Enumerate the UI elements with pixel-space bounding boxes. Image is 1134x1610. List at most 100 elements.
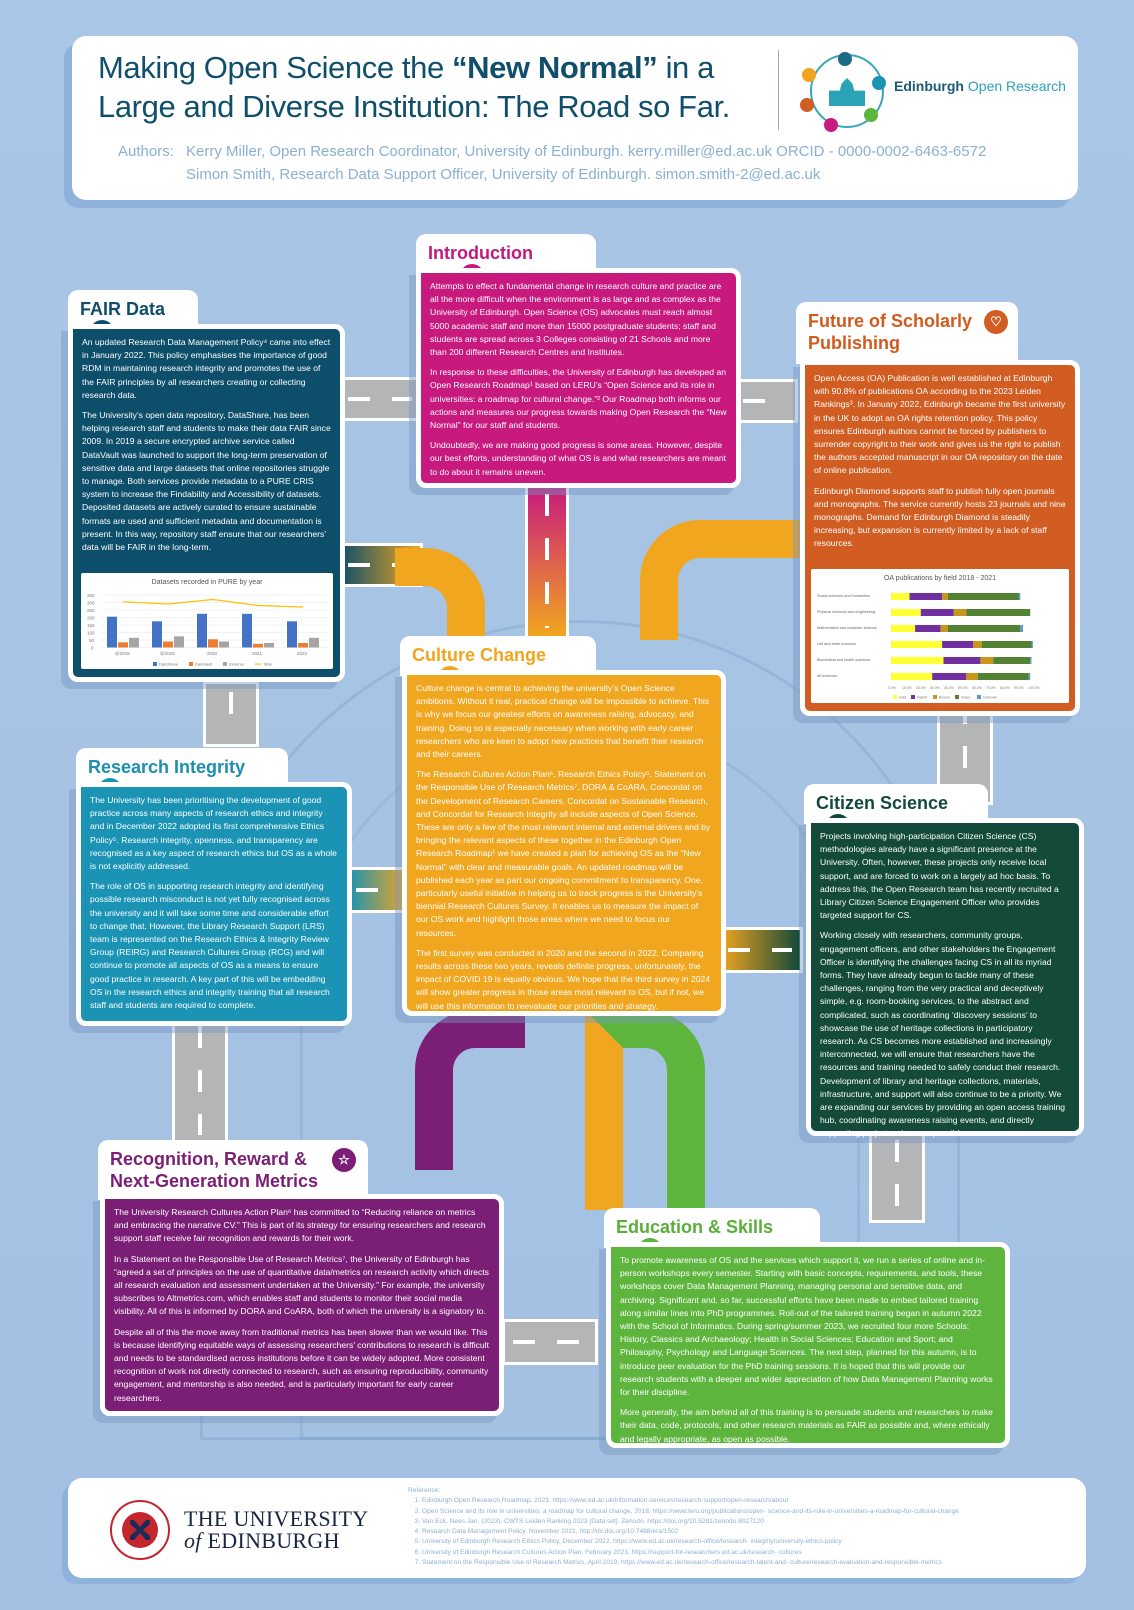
svg-text:250: 250 xyxy=(87,608,95,613)
section-body: Open Access (OA) Publication is well est… xyxy=(800,360,1080,716)
svg-text:0: 0 xyxy=(91,646,94,651)
header-panel: Making Open Science the “New Normal” in … xyxy=(72,36,1078,200)
road-segment xyxy=(872,1132,922,1220)
oa-publications-chart: OA publications by field 2018 - 2021 Soc… xyxy=(811,569,1069,703)
svg-text:External: External xyxy=(229,662,244,667)
chart-title: OA publications by field 2018 - 2021 xyxy=(883,575,997,582)
section-title: Education & Skills xyxy=(616,1216,774,1237)
svg-text:Unknown: Unknown xyxy=(983,696,997,700)
reference-item: Van Eck, Nees Jan. (2023). CWTS Leiden R… xyxy=(422,1517,1078,1527)
svg-text:80.0%: 80.0% xyxy=(1000,686,1010,690)
reference-item: University of Edinburgh Research Culture… xyxy=(422,1548,1078,1558)
svg-text:30.0%: 30.0% xyxy=(930,686,940,690)
svg-text:Physical sciences and engineer: Physical sciences and engineering xyxy=(817,610,875,614)
svg-text:60.0%: 60.0% xyxy=(972,686,982,690)
logo-dot-icon xyxy=(872,76,886,90)
reference-item: Edinburgh Open Research Roadmap, 2023, h… xyxy=(422,1496,1078,1506)
svg-text:DataVault: DataVault xyxy=(195,662,213,667)
logo-dot-icon xyxy=(824,118,838,132)
svg-text:All sciences: All sciences xyxy=(817,674,837,678)
svg-text:@2019: @2019 xyxy=(160,651,175,656)
svg-text:0.0%: 0.0% xyxy=(888,686,896,690)
svg-text:Hybrid: Hybrid xyxy=(917,696,927,700)
stacked-bar-chart: Social sciences and humanities Physical … xyxy=(817,593,1040,700)
section-body: An updated Research Data Management Poli… xyxy=(68,324,345,682)
road-segment xyxy=(528,486,566,636)
svg-text:300: 300 xyxy=(87,601,95,606)
section-tab: FAIR Data⚕ xyxy=(68,290,198,344)
svg-text:350: 350 xyxy=(87,593,95,598)
paragraph: More generally, the aim behind all of th… xyxy=(620,1407,993,1444)
paragraph: The role of OS in supporting research in… xyxy=(90,881,330,1011)
logo-wordmark: Edinburgh Open Research xyxy=(894,78,1066,94)
svg-text:10.0%: 10.0% xyxy=(902,686,912,690)
reference-item: Open Science and its role in universitie… xyxy=(422,1507,1078,1517)
road-segment xyxy=(735,382,795,420)
svg-text:@2018: @2018 xyxy=(115,651,130,656)
references-label: Reference: xyxy=(408,1487,441,1494)
reference-item: Research Data Management Policy, Novembe… xyxy=(422,1527,1078,1537)
section-body: The University has been prioritising the… xyxy=(76,782,352,1026)
author-2: Simon Smith, Research Data Support Offic… xyxy=(186,166,821,183)
section-body: The University Research Cultures Action … xyxy=(100,1194,504,1416)
road-segment xyxy=(720,930,800,970)
section-tab: Future of Scholarly Publishing♡ xyxy=(796,302,1018,364)
stethoscope-icon: ♡ xyxy=(984,310,1008,334)
section-title: Culture Change xyxy=(412,644,547,665)
paragraph: Projects involving high-participation Ci… xyxy=(820,831,1059,921)
section-body: To promote awareness of OS and the servi… xyxy=(606,1242,1010,1448)
paragraph: Working closely with researchers, commun… xyxy=(820,930,1066,1139)
section-title: Recognition, Reward & Next-Generation Me… xyxy=(110,1149,319,1191)
references: Reference: Edinburgh Open Research Roadm… xyxy=(408,1486,1078,1568)
chart-title: Datasets recorded in PURE by year xyxy=(151,579,263,586)
svg-text:100: 100 xyxy=(87,631,95,636)
road-curve xyxy=(640,520,800,640)
paragraph: To promote awareness of OS and the servi… xyxy=(620,1255,993,1398)
section-tab: Introduction⚗ xyxy=(416,234,596,288)
footer-panel: THE UNIVERSITY of EDINBURGH Reference: E… xyxy=(68,1478,1086,1578)
paragraph: In response to these difficulties, the U… xyxy=(430,367,727,431)
road-segment xyxy=(340,380,420,418)
reference-item: University of Edinburgh Research Ethics … xyxy=(422,1537,1078,1547)
svg-text:100.0%: 100.0% xyxy=(1028,686,1040,690)
university-wordmark: THE UNIVERSITY of EDINBURGH xyxy=(184,1506,369,1553)
paragraph: In a Statement on the Responsible Use of… xyxy=(114,1253,489,1317)
authors-label: Authors: xyxy=(118,143,174,160)
paragraph: An updated Research Data Management Poli… xyxy=(82,337,331,400)
svg-text:Bronze: Bronze xyxy=(939,696,950,700)
road-segment xyxy=(206,684,256,744)
authors-block: Authors: Kerry Miller, Open Research Coor… xyxy=(118,140,986,186)
paragraph: Undoubtedly, we are making good progress… xyxy=(430,440,727,477)
paragraph: The University Research Cultures Action … xyxy=(114,1207,486,1244)
paragraph: The University’s open data repository, D… xyxy=(82,410,331,553)
svg-text:40.0%: 40.0% xyxy=(944,686,954,690)
svg-text:200: 200 xyxy=(87,616,95,621)
poster-title: Making Open Science the “New Normal” in … xyxy=(98,48,758,126)
logo-dot-icon xyxy=(838,52,852,66)
svg-text:90.0%: 90.0% xyxy=(1014,686,1024,690)
svg-text:50: 50 xyxy=(89,638,95,643)
title-part1: Making Open Science the xyxy=(98,50,452,85)
svg-text:70.0%: 70.0% xyxy=(986,686,996,690)
section-title: Citizen Science xyxy=(816,792,949,813)
road-segment xyxy=(348,870,408,910)
section-body: Attempts to effect a fundamental change … xyxy=(416,268,741,488)
logo-dot-icon xyxy=(864,108,878,122)
paragraph: The University has been prioritising the… xyxy=(90,795,337,872)
paragraph: Despite all of this the move away from t… xyxy=(114,1326,489,1403)
svg-text:Total: Total xyxy=(263,662,272,667)
section-title: FAIR Data xyxy=(80,298,166,319)
svg-text:50.0%: 50.0% xyxy=(958,686,968,690)
paragraph: Culture change is central to achieving t… xyxy=(416,683,710,760)
section-tab: Citizen Science☻ xyxy=(804,784,988,838)
svg-text:Mathematics and computer scien: Mathematics and computer science xyxy=(817,626,877,630)
university-crest-icon xyxy=(110,1500,170,1560)
author-1: Kerry Miller, Open Research Coordinator,… xyxy=(186,143,987,160)
svg-text:Biomedical and health sciences: Biomedical and health sciences xyxy=(817,658,870,662)
paragraph: Attempts to effect a fundamental change … xyxy=(430,281,722,358)
svg-text:2021: 2021 xyxy=(252,651,263,656)
datasets-chart: Datasets recorded in PURE by year 350 300… xyxy=(81,573,333,669)
svg-text:2022: 2022 xyxy=(297,651,308,656)
section-title: Research Integrity xyxy=(88,756,246,777)
